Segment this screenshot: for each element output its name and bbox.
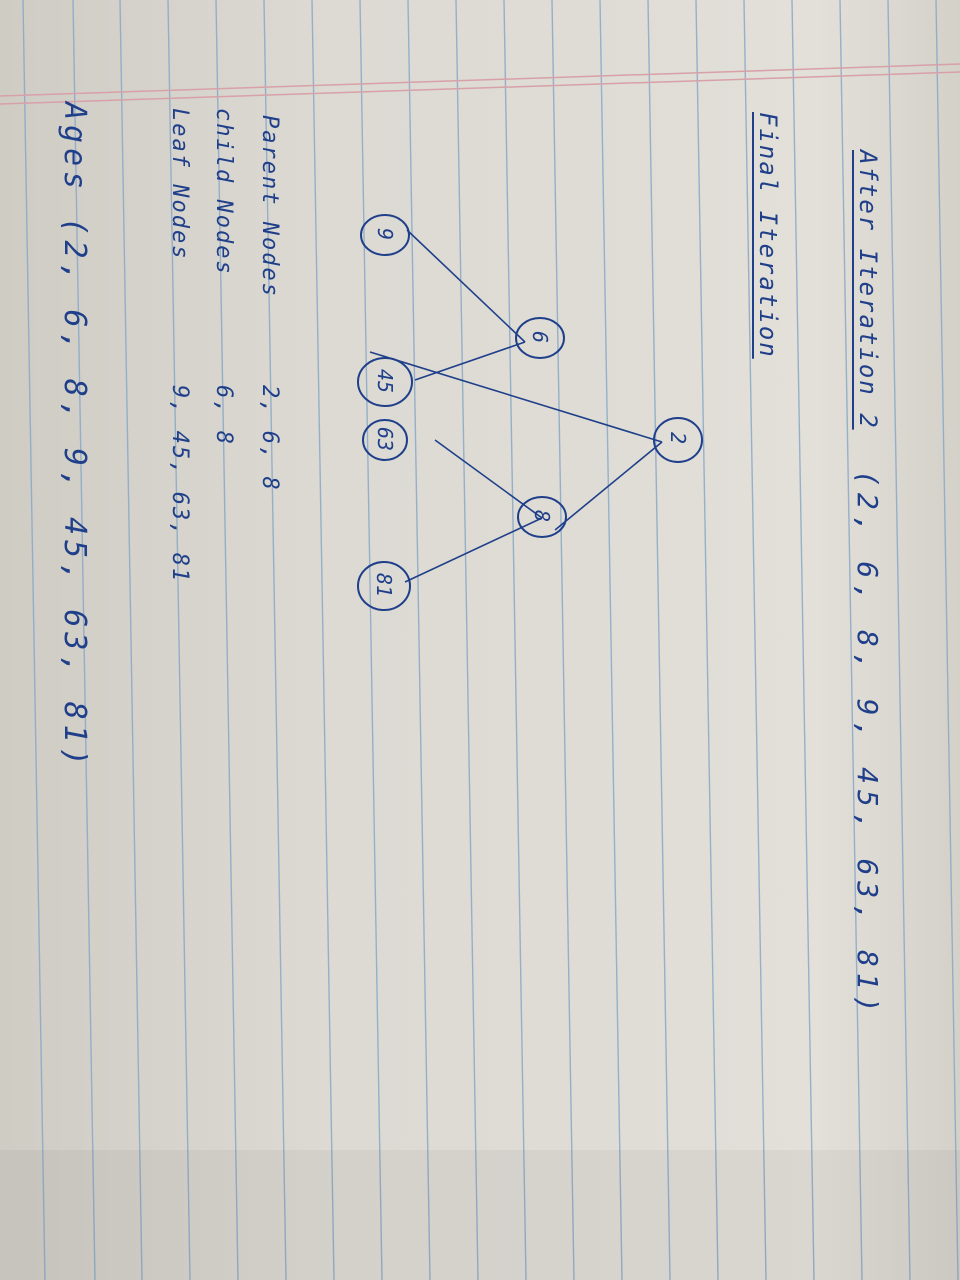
leaf-nodes-label: Leaf Nodes <box>167 108 192 261</box>
node-root: 2 <box>666 432 690 444</box>
leaf-nodes-value: 9, 45, 63, 81 <box>167 385 192 584</box>
edge-6-9 <box>406 229 526 343</box>
node-circle-6 <box>515 317 565 359</box>
node-circle-45 <box>357 357 413 407</box>
edge-8-81 <box>404 517 543 583</box>
edge-8-2 <box>554 441 663 531</box>
edge-6-45 <box>414 341 526 381</box>
node-circle-81 <box>357 561 411 611</box>
node-45: 45 <box>373 369 397 393</box>
node-circle-root <box>653 417 703 463</box>
parent-nodes-value: 2, 6, 8 <box>257 385 282 492</box>
node-6: 6 <box>528 331 552 343</box>
node-63: 63 <box>373 427 397 451</box>
node-9: 9 <box>373 228 397 240</box>
child-nodes-value: 6, 8 <box>211 385 236 446</box>
ages-line: Ages (2, 6, 8, 9, 45, 63, 81) <box>57 102 92 771</box>
node-81: 81 <box>372 573 396 597</box>
node-8: 8 <box>530 510 554 522</box>
child-nodes-label: child Nodes <box>211 108 236 276</box>
node-circle-8 <box>517 496 567 538</box>
node-circle-9 <box>360 214 410 256</box>
edge-6-2 <box>369 351 663 443</box>
node-circle-63 <box>362 419 408 461</box>
edge-8-63 <box>434 439 543 519</box>
parent-nodes-label: Parent Nodes <box>257 115 282 298</box>
